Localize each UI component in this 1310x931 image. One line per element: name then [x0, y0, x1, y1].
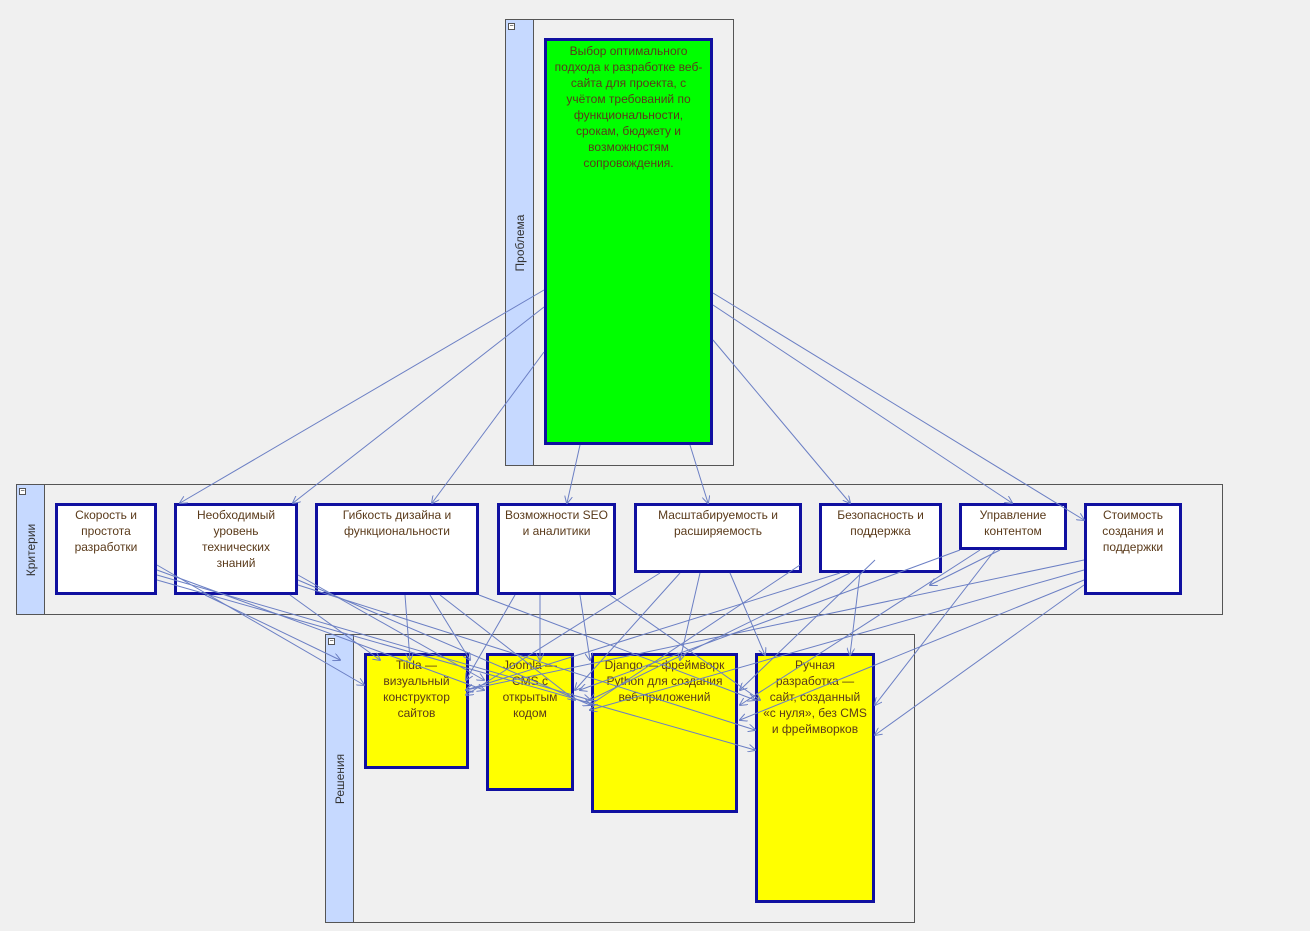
solutions-lane-header: − Решения [326, 635, 354, 922]
criterion-node[interactable]: Скорость и простота разработки [55, 503, 157, 595]
edge-connector [712, 304, 1012, 503]
criterion-label: Скорость и простота разработки [74, 508, 138, 554]
solutions-lane-title: Решения [332, 753, 347, 804]
collapse-icon[interactable]: − [328, 638, 335, 645]
solution-node[interactable]: Django — фреймворк Python для создания в… [591, 653, 738, 813]
problem-lane-title: Проблема [512, 214, 527, 271]
criterion-node[interactable]: Необходимый уровень технических знаний [174, 503, 298, 595]
criterion-label: Возможности SEO и аналитики [504, 508, 609, 538]
solution-label: Ручная разработка — сайт, созданный «с н… [763, 658, 867, 736]
criterion-label: Стоимость создания и поддержки [1102, 508, 1164, 554]
solution-label: Joomla — CMS с открытым кодом [502, 658, 558, 720]
criterion-label: Гибкость дизайна и функциональности [342, 508, 452, 538]
solution-node[interactable]: Joomla — CMS с открытым кодом [486, 653, 574, 791]
criterion-node[interactable]: Управление контентом [959, 503, 1067, 550]
criterion-node[interactable]: Стоимость создания и поддержки [1084, 503, 1182, 595]
criteria-lane-header: − Критерии [17, 485, 45, 614]
problem-lane-header: − Проблема [506, 20, 534, 465]
criterion-label: Необходимый уровень технических знаний [196, 508, 276, 570]
criterion-node[interactable]: Гибкость дизайна и функциональности [315, 503, 479, 595]
criterion-node[interactable]: Масштабируемость и расширяемость [634, 503, 802, 573]
solution-label: Tilda — визуальный конструктор сайтов [383, 658, 450, 720]
criterion-label: Безопасность и поддержка [837, 508, 924, 538]
solution-node[interactable]: Ручная разработка — сайт, созданный «с н… [755, 653, 875, 903]
criterion-node[interactable]: Безопасность и поддержка [819, 503, 942, 573]
criterion-label: Масштабируемость и расширяемость [658, 508, 778, 538]
criteria-lane-title: Критерии [23, 523, 38, 576]
criterion-node[interactable]: Возможности SEO и аналитики [497, 503, 616, 595]
problem-node[interactable]: Выбор оптимального подхода к разработке … [544, 38, 713, 445]
edge-connector [180, 289, 545, 503]
solution-node[interactable]: Tilda — визуальный конструктор сайтов [364, 653, 469, 769]
solution-label: Django — фреймворк Python для создания в… [604, 658, 725, 704]
collapse-icon[interactable]: − [508, 23, 515, 30]
problem-text: Выбор оптимального подхода к разработке … [554, 44, 703, 170]
criterion-label: Управление контентом [979, 508, 1047, 538]
collapse-icon[interactable]: − [19, 488, 26, 495]
